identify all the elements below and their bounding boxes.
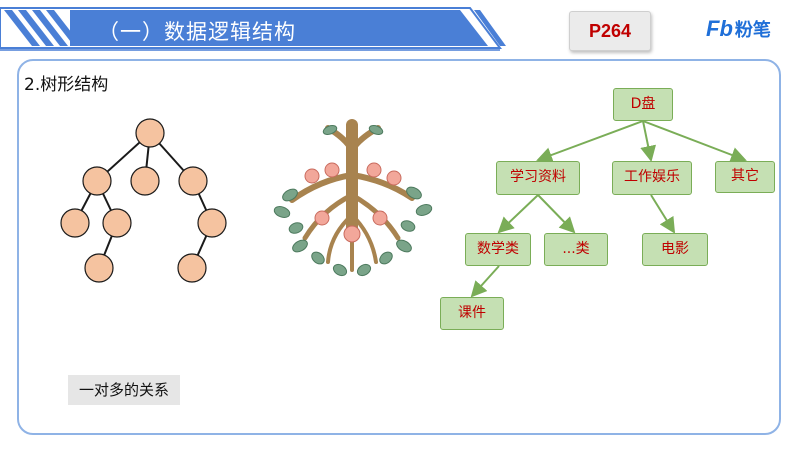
tree-node: [197, 208, 227, 238]
folder-node-study: 学习资料: [496, 161, 580, 195]
folder-node-work: 工作娱乐: [612, 161, 692, 195]
tree-node: [130, 166, 160, 196]
header-banner: [0, 7, 506, 51]
folder-node-movie: 电影: [642, 233, 708, 266]
section-title: （一）数据逻辑结构: [98, 20, 296, 44]
brand-logo: Fb 粉笔: [706, 14, 771, 44]
logo-mark: Fb: [706, 16, 733, 41]
tree-node: [84, 253, 114, 283]
tree-node: [177, 253, 207, 283]
folder-node-other: 其它: [715, 161, 775, 193]
tree-node: [178, 166, 208, 196]
folder-node-root: D盘: [613, 88, 673, 121]
folder-node-courseware: 课件: [440, 297, 504, 330]
tree-node: [102, 208, 132, 238]
tree-node: [60, 208, 90, 238]
folder-node-misc: ...类: [544, 233, 608, 266]
tree-node: [82, 166, 112, 196]
logo-text: 粉笔: [734, 20, 771, 41]
folder-node-math: 数学类: [465, 233, 531, 266]
section-heading: 2.树形结构: [24, 75, 109, 95]
relationship-caption: 一对多的关系: [68, 375, 180, 405]
page-number-badge: P264: [569, 11, 651, 51]
tree-node: [135, 118, 165, 148]
